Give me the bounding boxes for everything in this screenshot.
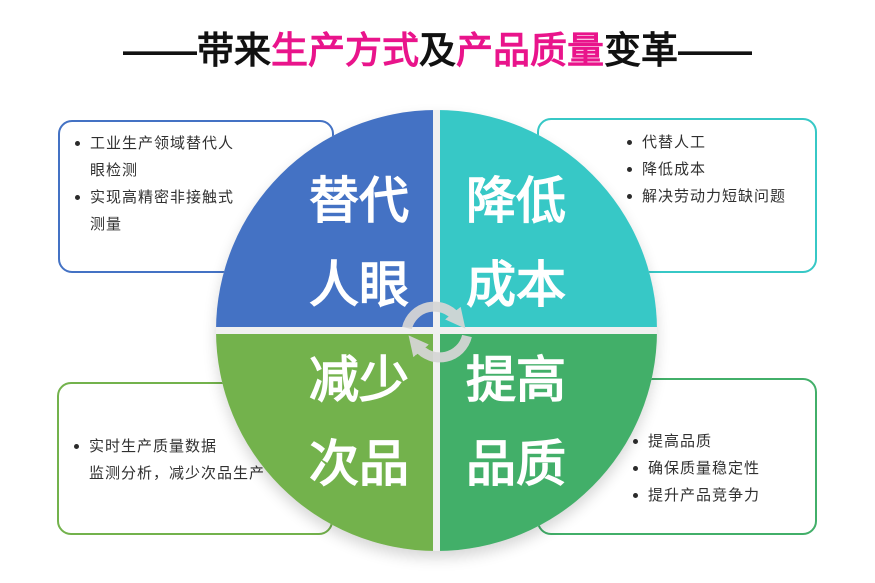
list-item: 解决劳动力短缺问题 [627,183,807,210]
bullet-list: 代替人工 降低成本 解决劳动力短缺问题 [627,129,807,210]
bullet-dot-icon [75,195,80,200]
bullet-text: 降低成本 [642,161,707,178]
quadrant-label: 减少 次品 [309,338,409,506]
bullet-dot-icon [633,493,638,498]
quadrant-label: 替代 人眼 [309,159,409,327]
title-segment-highlight: 生产方式 [271,30,419,71]
list-item: 降低成本 [627,156,807,183]
bullet-text: 工业生产领域替代人 眼检测 [90,135,235,179]
page-title: ——带来生产方式及产品质量变革—— [0,20,875,74]
quadrant-reduce-defects: 减少 次品 [216,334,433,551]
list-item: 实时生产质量数据 监测分析，减少次品生产 [74,433,323,487]
list-item: 工业生产领域替代人 眼检测 [75,130,322,184]
bullet-dot-icon [627,140,632,145]
list-item: 代替人工 [627,129,807,156]
quadrant-label-line2: 成本 [466,257,566,313]
bullet-text: 代替人工 [642,134,707,151]
bullet-dot-icon [633,466,638,471]
quadrant-label-line1: 提高 [466,352,566,408]
bullet-text: 提升产品竞争力 [648,487,761,504]
bullet-list: 工业生产领域替代人 眼检测 实现高精密非接触式 测量 [75,130,322,238]
bullet-text: 实时生产质量数据 监测分析，减少次品生产 [89,438,266,482]
quadrant-label-line2: 品质 [466,436,566,492]
list-item: 确保质量稳定性 [633,455,807,482]
quadrant-label: 提高 品质 [466,338,566,506]
title-segment: ——带来 [123,30,271,71]
bullet-text: 解决劳动力短缺问题 [642,188,787,205]
bullet-text: 提高品质 [648,433,713,450]
bullet-dot-icon [633,439,638,444]
quadrant-wheel: 替代 人眼 降低 成本 减少 次品 提高 品质 [216,110,657,551]
title-segment: 变革—— [604,30,752,71]
title-segment-highlight: 产品质量 [456,30,604,71]
quadrant-label-line2: 次品 [309,436,409,492]
quadrant-label-line1: 替代 [309,173,409,229]
list-item: 提升产品竞争力 [633,482,807,509]
bullet-dot-icon [75,141,80,146]
bullet-dot-icon [627,194,632,199]
title-segment: 及 [419,30,456,71]
bullet-text: 实现高精密非接触式 测量 [90,189,235,233]
cycle-arrows-icon [402,301,472,363]
bullet-list: 提高品质 确保质量稳定性 提升产品竞争力 [633,428,807,509]
bullet-list: 实时生产质量数据 监测分析，减少次品生产 [74,433,323,487]
bullet-text: 确保质量稳定性 [648,460,761,477]
quadrant-label-line1: 降低 [466,173,566,229]
quadrant-label: 降低 成本 [466,159,566,327]
list-item: 实现高精密非接触式 测量 [75,184,322,238]
quadrant-label-line2: 人眼 [309,257,409,313]
bullet-dot-icon [74,444,79,449]
quadrant-label-line1: 减少 [309,352,409,408]
bullet-dot-icon [627,167,632,172]
list-item: 提高品质 [633,428,807,455]
